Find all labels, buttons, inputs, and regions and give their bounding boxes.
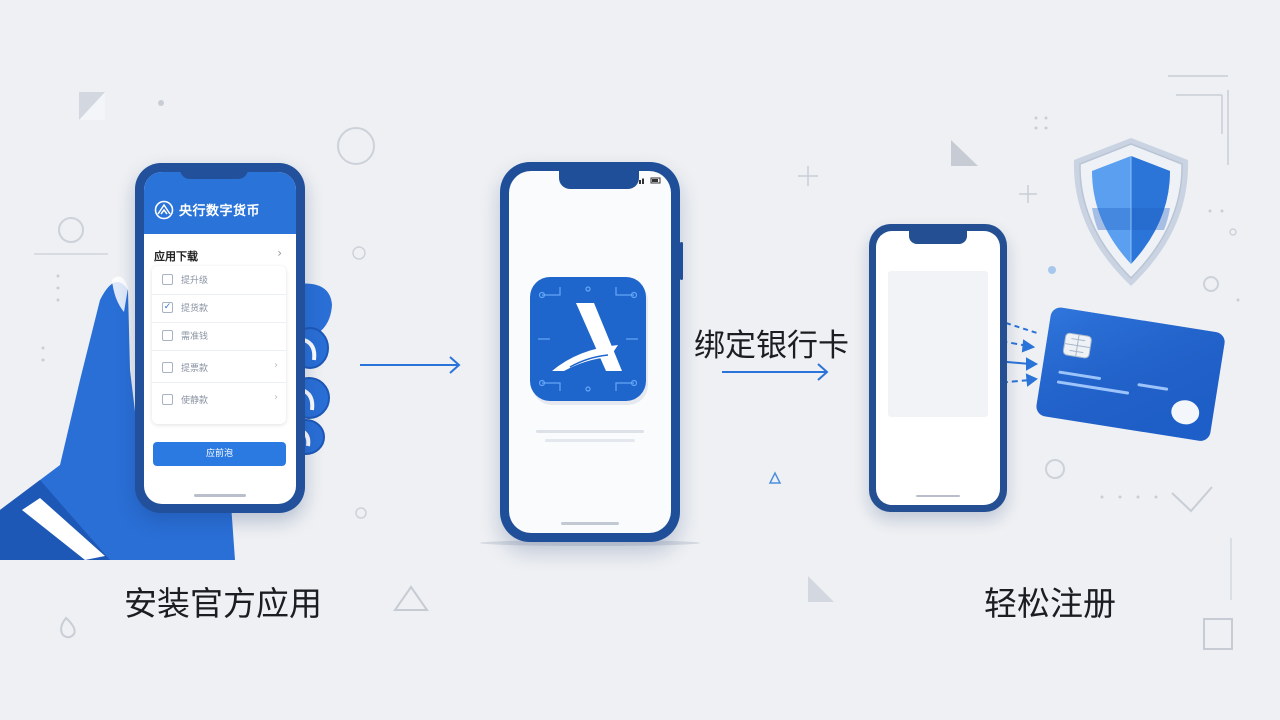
status-icons (639, 177, 661, 184)
arrow-right-icon (360, 356, 461, 374)
section-title: 应用下载 (154, 250, 198, 263)
app-title: 央行数字货币 (179, 204, 261, 219)
phone-notch (180, 163, 248, 179)
loading-bar (545, 439, 635, 442)
step-caption-install: 安装官方应用 (124, 584, 322, 623)
app-header: 央行数字货币 (144, 172, 296, 234)
deco-drop (60, 616, 76, 639)
loading-bar (536, 430, 644, 433)
list-item[interactable]: 提票款 › (152, 354, 286, 383)
deco-ring (58, 217, 84, 243)
phone-screen: 央行数字货币 应用下载 › 提升级 ✓ 提货款 需准钱 提票款 › (144, 172, 296, 504)
deco-square (1203, 618, 1233, 650)
deco-frame-lines (1168, 75, 1229, 165)
deco-triangle (808, 576, 834, 602)
home-indicator (561, 522, 619, 525)
home-indicator (916, 495, 960, 497)
checkbox[interactable] (162, 274, 173, 285)
list-item-label: 提货款 (181, 304, 209, 314)
checkbox-checked[interactable]: ✓ (162, 302, 173, 313)
deco-ring (352, 246, 366, 260)
deco-dot (158, 100, 164, 106)
list-item-label: 提票款 (181, 364, 209, 374)
chevron-right-icon: › (274, 360, 278, 371)
deco-square-top-left (79, 92, 105, 120)
phone-screen (876, 231, 1000, 505)
step-caption-register: 轻松注册 (984, 584, 1116, 623)
phone-screen (509, 171, 671, 533)
list-item[interactable]: 需准钱 (152, 322, 286, 351)
deco-plus (798, 166, 1037, 203)
phone-register (869, 224, 1007, 512)
deco-dots-right (1034, 116, 1158, 499)
deco-ring (1203, 276, 1219, 292)
side-button (680, 242, 683, 280)
chevron-right-icon: › (274, 392, 278, 403)
list-item-label: 使静款 (181, 396, 209, 406)
list-item[interactable]: 使静款 › (152, 386, 286, 414)
deco-ring (337, 127, 375, 165)
list-item[interactable]: 提升级 (152, 266, 286, 295)
deco-ring (1229, 228, 1237, 236)
phone-notch (909, 231, 967, 244)
phone-app-icon (500, 162, 683, 542)
yuan-logo-icon (154, 200, 174, 220)
phone-install-app: 央行数字货币 应用下载 › 提升级 ✓ 提货款 需准钱 提票款 › (135, 163, 305, 513)
phone-shadow (480, 540, 700, 546)
home-indicator (194, 494, 246, 497)
phone-notch (559, 171, 639, 189)
list-item[interactable]: ✓ 提货款 (152, 294, 286, 323)
arrow-right-icon (722, 363, 829, 381)
deco-ring (355, 507, 367, 519)
deco-triangle (768, 471, 782, 484)
deco-ring (1045, 459, 1065, 479)
chevron-right-icon[interactable]: › (277, 246, 282, 260)
deco-dots-left (41, 274, 60, 362)
screen-panel (888, 271, 988, 417)
deco-triangle (951, 140, 978, 166)
checkbox[interactable] (162, 330, 173, 341)
bank-card-icon (1030, 298, 1240, 458)
checkbox[interactable] (162, 394, 173, 405)
list-item-label: 提升级 (181, 276, 209, 286)
deco-dots-right2 (1208, 209, 1240, 302)
checkbox[interactable] (162, 362, 173, 373)
deco-check (1171, 486, 1213, 513)
shield-icon (1066, 134, 1196, 290)
deco-dot (1048, 266, 1056, 274)
deco-triangle (393, 585, 429, 611)
app-logo-icon[interactable] (530, 275, 650, 409)
list-item-label: 需准钱 (181, 332, 209, 342)
options-card: 提升级 ✓ 提货款 需准钱 提票款 › 使静款 › (152, 266, 286, 424)
step-label-bind-card: 绑定银行卡 (694, 328, 849, 364)
download-button[interactable]: 应前泡 (153, 442, 286, 466)
